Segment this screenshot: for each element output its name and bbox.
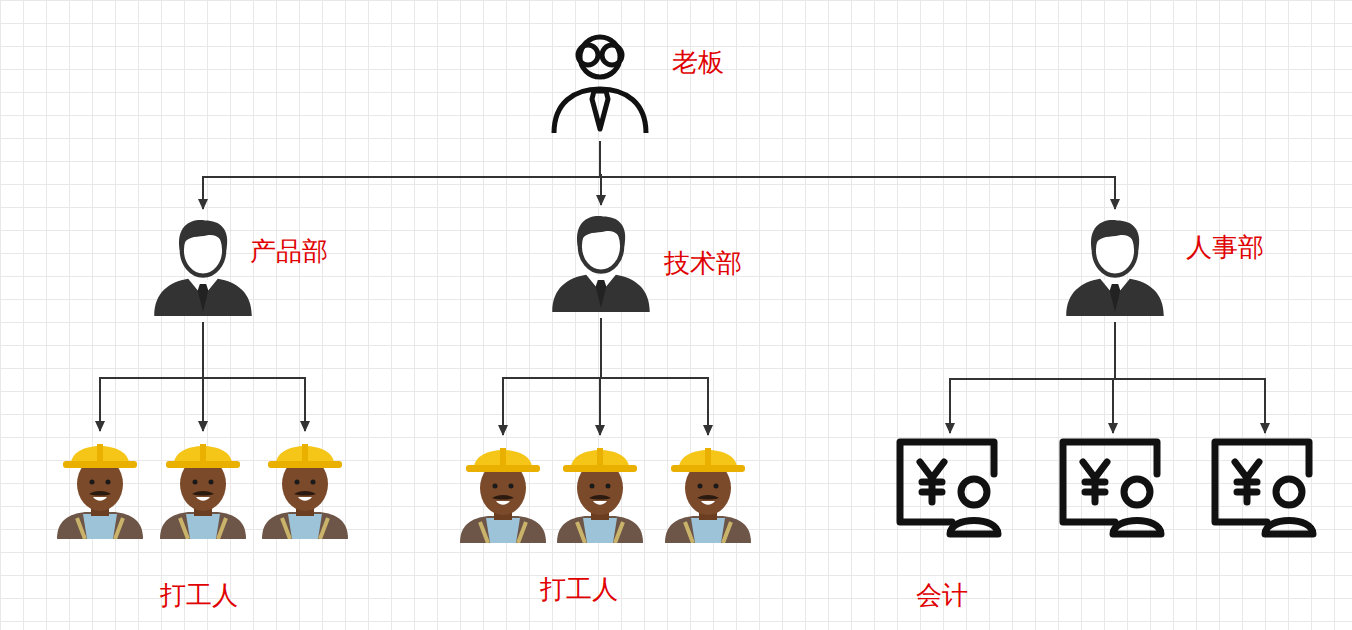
connector-segment <box>203 322 305 431</box>
connector-segment <box>600 141 1115 209</box>
org-connector <box>203 141 600 209</box>
connector-segment <box>503 318 601 435</box>
boss-icon <box>550 25 650 137</box>
connector-segment <box>100 322 203 431</box>
manager-icon <box>548 208 654 314</box>
node-label: 产品部 <box>250 236 328 267</box>
node-label: 打工人 <box>160 580 238 611</box>
org-connector <box>600 141 1115 209</box>
account-icon <box>890 436 1010 541</box>
worker-icon <box>260 434 350 539</box>
connector-segment <box>950 322 1115 433</box>
connector-segment <box>601 318 708 435</box>
account-icon <box>1053 436 1173 541</box>
org-connector <box>503 318 708 435</box>
worker-icon <box>663 438 753 543</box>
org-connector <box>950 322 1265 433</box>
worker-icon <box>55 434 145 539</box>
connector-segment <box>1115 322 1265 433</box>
worker-group: 打工人 <box>458 438 758 618</box>
accountant-group: 会计 <box>888 436 1328 616</box>
node-label: 人事部 <box>1186 232 1264 263</box>
node-label: 技术部 <box>664 248 742 279</box>
node-label: 打工人 <box>540 574 618 605</box>
node-label: 老板 <box>672 47 724 78</box>
org-connector <box>100 322 305 431</box>
connector-segment <box>203 141 600 209</box>
manager-icon <box>1062 212 1168 318</box>
account-icon <box>1205 436 1325 541</box>
department-node: 人事部 <box>1062 212 1292 324</box>
worker-group: 打工人 <box>55 434 355 619</box>
department-node: 产品部 <box>150 212 360 324</box>
worker-icon <box>458 438 548 543</box>
manager-icon <box>150 212 256 318</box>
worker-icon <box>158 434 248 539</box>
boss-node: 老板 <box>550 25 750 143</box>
node-label: 会计 <box>916 580 968 611</box>
worker-icon <box>555 438 645 543</box>
department-node: 技术部 <box>548 208 768 320</box>
